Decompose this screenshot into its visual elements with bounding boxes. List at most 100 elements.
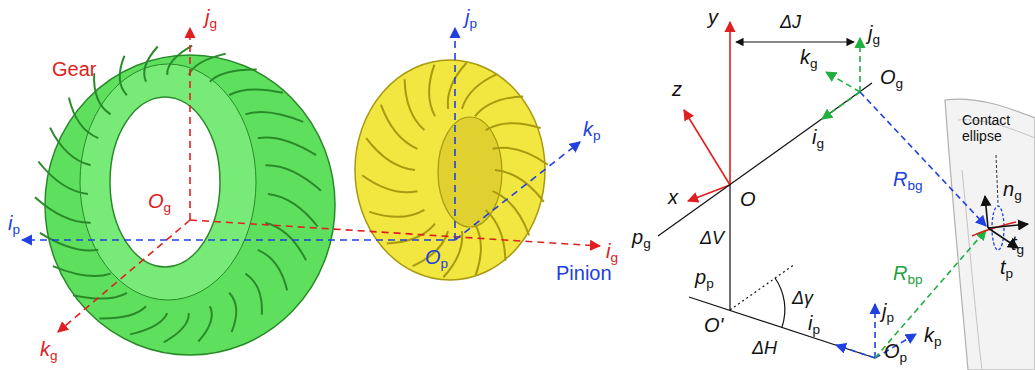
leader-line [996, 155, 998, 203]
tooth-sketch [945, 99, 1035, 370]
gear-j-axis [189, 28, 191, 220]
axis-label: ig [606, 240, 618, 266]
gear-tooth [198, 306, 212, 341]
text-label: Δγ [792, 288, 813, 309]
z-axis [684, 110, 730, 185]
gear-tooth [245, 112, 303, 122]
gear-tooth [475, 224, 481, 276]
jg-axis [859, 38, 861, 92]
dotted-reference [730, 264, 795, 310]
pinion-body [355, 60, 545, 280]
gear-bore [110, 97, 220, 267]
gear-tooth [73, 293, 127, 299]
axis-label: ng [1003, 178, 1022, 204]
ig-axis [822, 92, 860, 119]
axis-label: O' [704, 314, 723, 337]
text-label: Contact ellipse [962, 112, 1028, 144]
tooth-edge [958, 120, 1035, 370]
gear-tooth [99, 306, 146, 318]
pinion-radius-vector [875, 230, 986, 358]
gear-tooth [362, 175, 417, 192]
gear-tooth [38, 162, 88, 195]
ip-axis [836, 345, 875, 358]
pinion-hub [438, 117, 502, 227]
text-label: ΔV [700, 228, 724, 249]
gear-axis-line [658, 83, 872, 236]
pinion-k-axis [455, 142, 580, 240]
axis-label: kg [40, 338, 58, 364]
offset-line [729, 185, 730, 310]
axis-label: x [668, 186, 678, 209]
gear-tooth [50, 128, 91, 166]
axis-label: kg [800, 46, 818, 72]
pinion-axis-line [689, 297, 875, 358]
axis-label: Op [884, 340, 907, 366]
gear-tooth [258, 138, 316, 156]
gear-tooth [369, 210, 424, 217]
gear-tooth [130, 313, 167, 334]
gear-tooth [405, 79, 425, 130]
jp-axis [874, 304, 876, 358]
global-frame [684, 22, 730, 201]
axis-label: tg [1011, 232, 1024, 258]
gear-tooth [40, 233, 98, 251]
text-label: Gear [52, 58, 96, 81]
axis-label: jp [882, 300, 894, 326]
axis-label: kp [924, 324, 942, 350]
text-label: ΔJ [780, 12, 801, 33]
pinion-j-axis [454, 28, 456, 240]
ring-gear [35, 46, 335, 355]
x-axis [688, 185, 730, 201]
gear-tangent-vector [988, 224, 1028, 228]
axis-label: pg [632, 226, 651, 252]
gear-tooth [94, 73, 111, 114]
axis-label: pp [695, 266, 714, 292]
gear-face [80, 64, 256, 300]
text-label: Pinion [556, 262, 612, 285]
axis-label: ig [812, 126, 824, 152]
axis-label: O [740, 188, 756, 211]
pinion-gear [355, 60, 548, 280]
pinion-local-frame [836, 304, 916, 358]
axis-label: jg [205, 6, 217, 32]
gear-tooth [229, 293, 236, 332]
tooth-outline [945, 99, 1035, 370]
normal-vector [985, 196, 988, 228]
dimension-line [736, 41, 854, 42]
gear-local-frame [822, 38, 860, 119]
axis-label: jp [465, 6, 477, 32]
gear-tooth [164, 313, 189, 342]
gear-tooth [268, 194, 318, 227]
axis-label: Rbg [893, 168, 923, 194]
gear-tooth [53, 266, 111, 276]
gear-tooth [69, 98, 98, 139]
gear-i-axis [190, 220, 600, 246]
gear-tooth [493, 148, 548, 165]
left-axes [22, 28, 600, 332]
axis-label: Rbp [893, 262, 923, 288]
gear-tooth [144, 47, 158, 82]
gear-tooth [120, 56, 127, 95]
contact-path [972, 222, 1016, 236]
gear-tooth [258, 250, 287, 291]
gear-tooth [486, 123, 541, 130]
gear-tooth [35, 197, 91, 223]
angle-arc [775, 278, 785, 327]
axis-label: Op [425, 246, 448, 272]
gear-tooth [486, 210, 506, 261]
axis-label: kp [583, 118, 601, 144]
gear-tooth [229, 89, 283, 95]
text-label: ΔH [752, 338, 777, 359]
gear-tooth [429, 65, 435, 117]
gear-tooth [265, 165, 321, 191]
axis-label: tp [1000, 256, 1013, 282]
axis-label: jg [868, 22, 880, 48]
axis-label: ip [8, 212, 20, 238]
pinion-i-axis [22, 239, 455, 241]
axis-label: Og [148, 190, 171, 216]
axis-label: Og [880, 66, 903, 92]
kg-axis [826, 72, 860, 92]
gear-k-axis [58, 220, 190, 332]
axis-label: ip [808, 312, 820, 338]
